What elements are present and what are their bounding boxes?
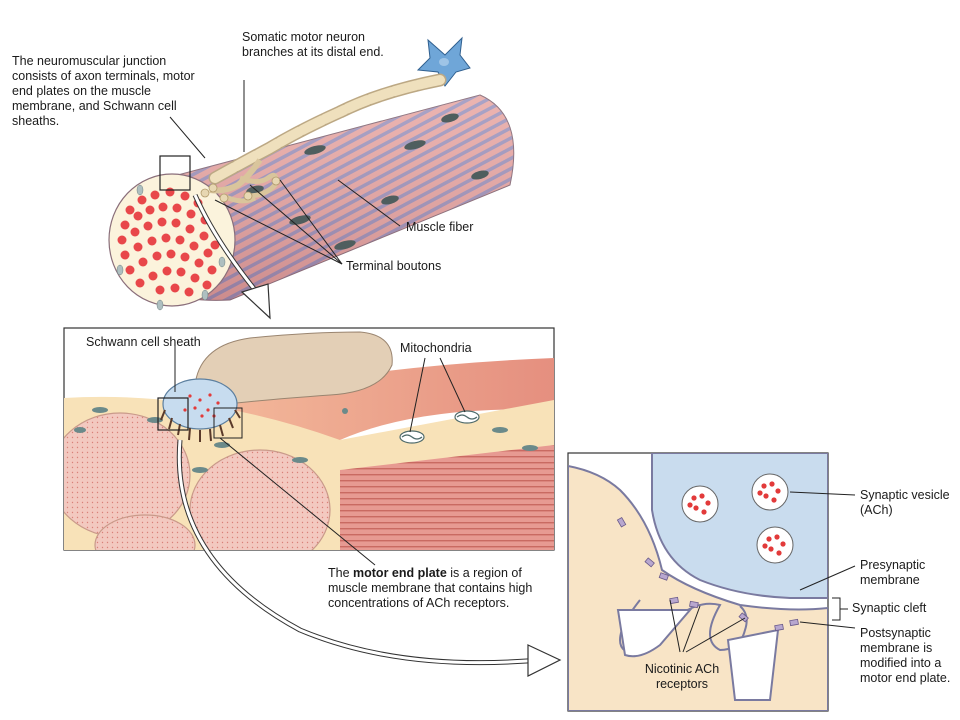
label-synaptic-cleft: Synaptic cleft xyxy=(852,601,927,615)
label-synaptic-vesicle: Synaptic vesicle (ACh) xyxy=(860,488,950,517)
label-mitochondria: Mitochondria xyxy=(400,341,472,355)
terminal-bouton-marks xyxy=(200,176,281,203)
zoom-box-middle xyxy=(157,397,189,431)
leader-lines-bottom xyxy=(669,491,856,653)
motor-end-plate-bold: motor end plate xyxy=(353,566,447,580)
label-muscle-fiber: Muscle fiber xyxy=(406,220,474,234)
middle-zoom-panel xyxy=(63,327,555,551)
label-motor-end-plate: The motor end plate is a region of muscl… xyxy=(328,566,558,611)
myofibril-bundles xyxy=(64,412,331,550)
arrow-top-to-middle xyxy=(240,283,271,320)
label-presynaptic-membrane: Presynaptic membrane xyxy=(860,558,926,587)
muscle-fiber-illustration xyxy=(108,94,515,311)
myofibril-dots xyxy=(117,187,220,297)
label-nicotinic-receptors: Nicotinic ACh receptors xyxy=(644,662,720,691)
arrow-middle-to-bottom xyxy=(527,644,562,677)
leader-lines-middle xyxy=(174,346,466,566)
axon-terminal-shape xyxy=(162,378,238,430)
synapse-detail-panel xyxy=(567,452,848,712)
muscle-cross-section xyxy=(108,173,236,307)
synaptic-cleft-bracket xyxy=(832,597,848,621)
zoom-box-top xyxy=(159,155,191,191)
label-terminal-boutons: Terminal boutons xyxy=(346,259,442,273)
motor-neuron xyxy=(200,36,471,204)
label-neuromuscular-junction: The neuromuscular junction consists of a… xyxy=(12,54,195,128)
label-postsynaptic-membrane: Postsynaptic membrane is modified into a… xyxy=(860,626,951,685)
label-somatic-motor-neuron: Somatic motor neuron branches at its dis… xyxy=(242,30,384,59)
synaptic-vesicles xyxy=(681,473,794,564)
mitochondria-shapes xyxy=(399,410,480,444)
motor-end-plate-pre: The xyxy=(328,566,354,580)
schwann-cell-sheath-shape xyxy=(194,331,393,406)
label-schwann-cell-sheath: Schwann cell sheath xyxy=(86,335,201,349)
ach-receptors xyxy=(616,516,799,632)
leader-lines-top xyxy=(169,80,401,265)
motor-end-plate-post: is a region of muscle membrane that cont… xyxy=(328,566,533,610)
end-plate-box xyxy=(213,407,243,439)
